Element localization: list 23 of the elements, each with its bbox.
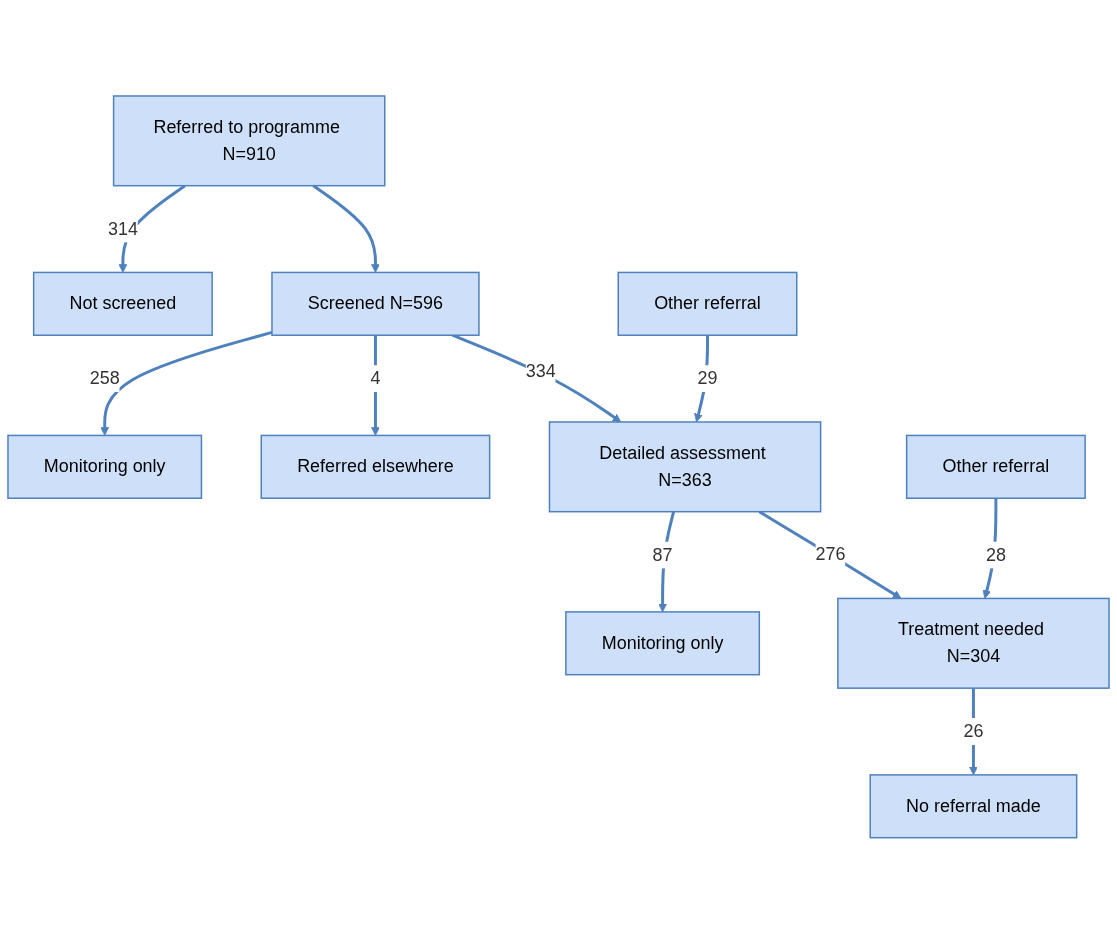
edge-label: 334 xyxy=(525,360,556,381)
edge-label: 314 xyxy=(107,218,138,239)
node-box: Detailed assessment N=363 xyxy=(548,421,822,513)
edge-label: 87 xyxy=(652,544,673,565)
node-box: Monitoring only xyxy=(565,611,761,676)
node-box: Referred to programme N=910 xyxy=(112,95,386,187)
edge-label: 276 xyxy=(815,544,846,565)
edge-label: 4 xyxy=(370,368,381,389)
node-box: Other referral xyxy=(617,271,798,337)
edge-label: 258 xyxy=(89,368,120,389)
node-box: No referral made xyxy=(869,774,1078,839)
arrow xyxy=(758,510,902,599)
node-box: Referred elsewhere xyxy=(260,434,491,500)
node-box: Screened N=596 xyxy=(271,271,480,337)
edge-label: 28 xyxy=(985,544,1006,565)
node-box: Monitoring only xyxy=(7,434,203,500)
node-box: Treatment needed N=304 xyxy=(837,597,1110,690)
edge-label: 29 xyxy=(697,368,718,389)
node-box: Not screened xyxy=(32,271,213,337)
node-box: Other referral xyxy=(905,434,1086,500)
edge-label: 26 xyxy=(963,721,984,742)
arrow xyxy=(451,334,622,423)
arrow xyxy=(312,184,380,273)
